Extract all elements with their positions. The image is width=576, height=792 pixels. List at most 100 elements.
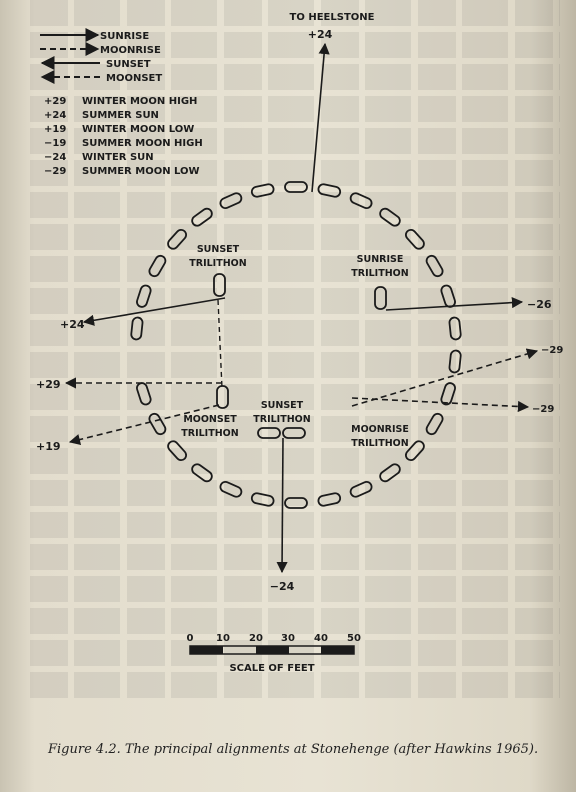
sunset-arrow-plus24	[82, 297, 226, 326]
trilithon-stones	[213, 273, 387, 439]
stone-circle	[130, 181, 462, 509]
legend-codes: +29 WINTER MOON HIGH +24 SUMMER SUN +19 …	[44, 96, 203, 177]
code-left-bot: +19	[36, 440, 61, 453]
scale-tick: 0	[187, 633, 194, 644]
sarsen-stone	[148, 254, 167, 278]
code-right-low: −29	[532, 404, 554, 415]
legend-moonset: MOONSET	[40, 70, 162, 84]
legend-meaning: SUMMER MOON HIGH	[82, 138, 203, 149]
scale-bar-segment	[321, 646, 354, 654]
moonrise-arrow-minus29-lower	[351, 397, 530, 413]
alignment-codes: +24 +29 +19 −26 −29 −29 −24	[36, 298, 563, 593]
moonrise-arrow-minus29-upper	[351, 348, 539, 407]
sarsen-stone	[404, 228, 425, 250]
legend-moonset-label: MOONSET	[106, 73, 162, 84]
sarsen-stone	[191, 207, 213, 227]
scale-tick: 30	[281, 633, 295, 644]
sunset-trilithon-label: TRILITHON	[189, 258, 246, 269]
sarsen-stone	[448, 316, 462, 341]
code-left-top: +24	[60, 318, 85, 331]
legend-moonrise: MOONRISE	[40, 42, 161, 56]
alignment-arrows	[64, 297, 539, 574]
scale-tick: 50	[347, 633, 361, 644]
moonset-trilithon-stone	[216, 385, 229, 409]
scale-tick: 20	[249, 633, 263, 644]
winter-sun-arrow	[276, 437, 288, 574]
sunrise-trilithon-label: TRILITHON	[351, 268, 408, 279]
legend-code: −19	[44, 138, 66, 149]
legend-code: +24	[44, 110, 66, 121]
legend-meaning: WINTER SUN	[82, 152, 154, 163]
sarsen-stone	[191, 463, 213, 483]
legend-meaning: WINTER MOON LOW	[82, 124, 194, 135]
heelstone-code: +24	[308, 28, 333, 41]
scale-tick: 10	[216, 633, 230, 644]
figure-caption: Figure 4.2. The principal alignments at …	[48, 742, 539, 757]
sarsen-stone	[250, 492, 275, 507]
scale-tick: 40	[314, 633, 328, 644]
legend-meaning: SUMMER MOON LOW	[82, 166, 200, 177]
sarsen-stone	[167, 440, 188, 462]
sarsen-stone	[425, 254, 444, 278]
legend-sunrise: SUNRISE	[40, 28, 149, 42]
sarsen-stone	[317, 183, 342, 198]
sunset-trilithon-label: SUNSET	[197, 244, 240, 255]
sunset-moonset-connector	[217, 299, 223, 389]
legend-meaning: WINTER MOON HIGH	[82, 96, 197, 107]
scale-bar-segment	[190, 646, 223, 654]
legend-meaning: SUMMER SUN	[82, 110, 159, 121]
heelstone-alignment: TO HEELSTONE +24	[290, 12, 375, 193]
trilithon-labels: SUNSET TRILITHON SUNRISE TRILITHON MOONS…	[181, 244, 409, 449]
sarsen-stone	[448, 349, 462, 374]
legend-sunset: SUNSET	[40, 56, 151, 70]
sarsen-stone	[440, 382, 456, 406]
center-trilithon-stone	[257, 427, 281, 439]
sarsen-stone	[425, 412, 444, 436]
sarsen-stone	[219, 192, 243, 210]
legend-sunrise-label: SUNRISE	[100, 31, 149, 42]
sunrise-trilithon-label: SUNRISE	[357, 254, 404, 265]
sarsen-stone	[130, 316, 144, 341]
legend: SUNRISE MOONRISE SUNSET MOONSET +29 WINT…	[40, 28, 203, 177]
heelstone-label: TO HEELSTONE	[290, 12, 375, 23]
moonset-arrow-plus19	[68, 404, 220, 446]
sarsen-stone	[250, 183, 275, 198]
sarsen-stone	[284, 497, 308, 509]
moonset-trilithon-label: MOONSET	[183, 414, 237, 425]
sarsen-stone	[404, 440, 425, 462]
sarsen-stone	[379, 207, 401, 227]
sarsen-stone	[440, 284, 456, 308]
sarsen-stone	[219, 480, 243, 498]
sunrise-arrow-minus26	[385, 297, 524, 311]
legend-code: +19	[44, 124, 66, 135]
scale-label: SCALE OF FEET	[229, 663, 314, 674]
sunset-trilithon-stone	[213, 273, 226, 297]
sarsen-stone	[148, 412, 167, 436]
code-bottom: −24	[270, 580, 295, 593]
sarsen-stone	[136, 382, 152, 406]
sarsen-stone	[379, 463, 401, 483]
sunrise-trilithon-stone	[374, 286, 387, 310]
sarsen-stone	[167, 228, 188, 250]
code-left-mid: +29	[36, 378, 61, 391]
moonrise-trilithon-label: TRILITHON	[351, 438, 408, 449]
legend-code: +29	[44, 96, 66, 107]
code-right-mid: −29	[541, 345, 563, 356]
scale-bar: 0 10 20 30 40 50 SCALE OF FEET	[187, 633, 361, 674]
heelstone-arrow	[311, 42, 330, 193]
sarsen-stone	[349, 480, 373, 498]
sarsen-stone	[284, 181, 308, 193]
sarsen-stone	[317, 492, 342, 507]
moonrise-trilithon-label: MOONRISE	[351, 424, 409, 435]
legend-code: −24	[44, 152, 66, 163]
center-trilithon-label: TRILITHON	[253, 414, 310, 425]
scale-bar-segment	[256, 646, 289, 654]
center-trilithon-label: SUNSET	[261, 400, 304, 411]
sarsen-stone	[349, 192, 373, 210]
legend-moonrise-label: MOONRISE	[100, 45, 161, 56]
legend-sunset-label: SUNSET	[106, 59, 151, 70]
moonset-trilithon-label: TRILITHON	[181, 428, 238, 439]
center-trilithon-stone	[282, 427, 306, 439]
